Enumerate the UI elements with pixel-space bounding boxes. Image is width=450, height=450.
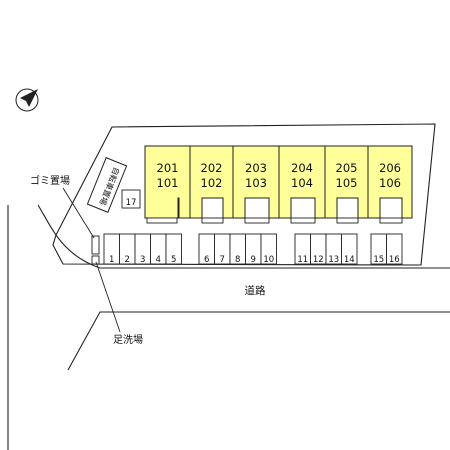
unit-number-upper: 203 <box>245 161 267 175</box>
parking-space-number: 6 <box>204 255 209 265</box>
footwash-callout-line <box>95 261 121 333</box>
parking-space-number: 2 <box>125 255 130 265</box>
parking-space-number: 8 <box>235 255 240 265</box>
bicycle-parking <box>86 157 128 213</box>
unit-number-upper: 201 <box>157 161 179 175</box>
unit-number-lower: 104 <box>291 176 313 190</box>
building-unit <box>367 145 413 219</box>
site-boundary <box>52 123 436 266</box>
balcony <box>244 217 270 224</box>
parking-space-number: 5 <box>171 255 176 265</box>
balcony <box>290 217 316 224</box>
parking-space-number: 9 <box>251 255 256 265</box>
unit-number-lower: 103 <box>245 176 267 190</box>
balcony <box>336 217 359 224</box>
parking-space <box>121 189 141 209</box>
unit-number-lower: 106 <box>379 176 401 190</box>
unit-number-upper: 204 <box>291 161 313 175</box>
unit-number-upper: 205 <box>336 161 358 175</box>
parking-space-number: 17 <box>126 198 137 208</box>
road-label: 道路 <box>245 284 266 297</box>
garbage-area <box>91 235 100 255</box>
north-arrow-icon <box>15 88 39 112</box>
parking-space-number: 10 <box>263 255 274 265</box>
garbage-label: ゴミ置場 <box>30 174 70 187</box>
footwash-area <box>91 255 100 265</box>
parking-space-number: 15 <box>373 255 384 265</box>
parking-space-number: 14 <box>344 255 355 265</box>
footwash-label: 足洗場 <box>113 333 143 346</box>
garbage-callout-line <box>62 187 95 239</box>
parking-space-number: 12 <box>313 255 324 265</box>
balcony <box>201 217 224 224</box>
parking-space-number: 4 <box>156 255 161 265</box>
parking-space-number: 7 <box>220 255 225 265</box>
unit-number-upper: 202 <box>201 161 223 175</box>
parking-space <box>386 233 403 265</box>
parking-space-number: 13 <box>328 255 339 265</box>
balcony <box>379 217 403 224</box>
unit-number-lower: 105 <box>336 176 358 190</box>
parking-space <box>260 233 277 265</box>
parking-space-number: 11 <box>297 255 308 265</box>
unit-number-lower: 101 <box>157 176 179 190</box>
parking-space <box>165 233 182 265</box>
parking-space-number: 1 <box>109 255 114 265</box>
unit-number-lower: 102 <box>201 176 223 190</box>
parking-space-number: 16 <box>389 255 400 265</box>
balcony <box>146 217 178 224</box>
unit-number-upper: 206 <box>379 161 401 175</box>
parking-space <box>341 233 358 265</box>
parking-space-number: 3 <box>140 255 145 265</box>
